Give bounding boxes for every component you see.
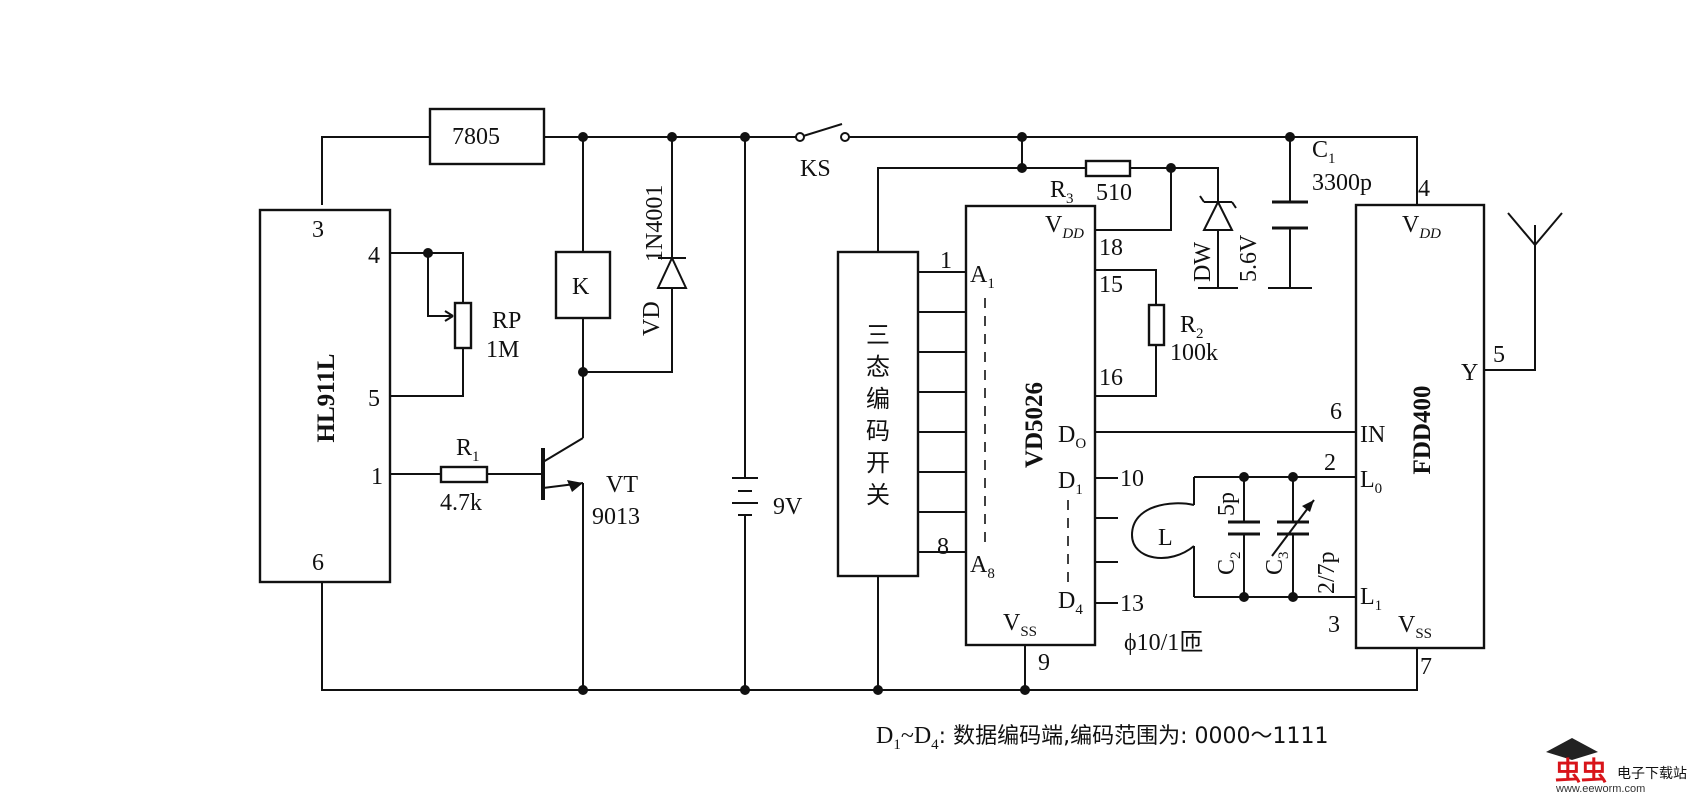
- switch-label: KS: [800, 156, 831, 182]
- fdd400-y: Y: [1461, 360, 1478, 386]
- c3-name: C3: [1262, 551, 1292, 575]
- relay-k: K: [554, 250, 612, 320]
- regulator-7805: 7805: [428, 107, 546, 166]
- hl911l-pin3: 3: [312, 217, 324, 243]
- junction-dots: [423, 132, 1298, 695]
- pin-d4: D4: [1058, 588, 1083, 618]
- capacitor-c1: C1 3300p: [1272, 137, 1372, 230]
- c2-value: 5p: [1214, 492, 1240, 516]
- fdd400-vss: VSS: [1398, 612, 1432, 642]
- fdd400-chip: FDD400 4 VDD Y 5 IN 6 L0 2 L1 3 VSS 7: [1324, 176, 1505, 680]
- diode-name: VD: [639, 301, 665, 336]
- fdd400-pin5: 5: [1493, 342, 1505, 368]
- encoder-char-1: 三: [866, 321, 890, 349]
- fdd400-pin4: 4: [1418, 176, 1430, 202]
- pin-15: 15: [1099, 272, 1123, 298]
- hl911l-pin4: 4: [368, 243, 380, 269]
- fdd400-pin7: 7: [1420, 654, 1432, 680]
- diode-part: 1N4001: [642, 185, 668, 262]
- hl911l-pin6: 6: [312, 550, 324, 576]
- r2-name: R2: [1180, 312, 1204, 342]
- pin-d1: D1: [1058, 468, 1083, 498]
- dw-name: DW: [1190, 242, 1216, 282]
- c1-value: 3300p: [1312, 170, 1372, 196]
- encoder-bus: [918, 271, 966, 553]
- watermark-url: www.eeworm.com: [1555, 783, 1645, 793]
- r3-value: 510: [1096, 180, 1132, 206]
- fdd400-label: FDD400: [1409, 386, 1436, 475]
- c1-name: C1: [1312, 137, 1336, 167]
- r1-name: R1: [456, 435, 480, 465]
- fdd400-l0: L0: [1360, 467, 1382, 497]
- fdd400-pin6: 6: [1330, 399, 1342, 425]
- potentiometer-rp: RP 1M: [444, 301, 521, 363]
- vd5026-label: VD5026: [1021, 382, 1048, 468]
- watermark-logo: 虫虫 电子下载站 www.eeworm.com: [1546, 738, 1687, 793]
- rp-name: RP: [492, 308, 521, 334]
- coil-spec: ϕ10/1匝: [1124, 630, 1203, 656]
- fdd400-pin2: 2: [1324, 450, 1336, 476]
- pin-13: 13: [1120, 591, 1144, 617]
- hl911l-label: HL911L: [313, 354, 340, 443]
- dw-value: 5.6V: [1236, 234, 1262, 282]
- c2-name: C2: [1214, 551, 1244, 575]
- tri-state-encoder-switch: 三 态 编 码 开 关 1 8: [836, 248, 952, 578]
- encoder-char-6: 关: [866, 481, 890, 509]
- footnote: D1~D4: 数据编码端,编码范围为: 0000～1111: [876, 723, 1328, 753]
- c3-value: 2/7p: [1314, 551, 1340, 594]
- pin-a1: A1: [970, 262, 995, 292]
- pin-18: 18: [1099, 235, 1123, 261]
- coil-label: L: [1158, 525, 1173, 551]
- fdd400-vdd: VDD: [1402, 212, 1441, 242]
- fdd400-pin3: 3: [1328, 612, 1340, 638]
- hl911l-pin5: 5: [368, 386, 380, 412]
- rp-value: 1M: [486, 337, 519, 363]
- zener-diode-dw: DW 5.6V: [1190, 195, 1262, 282]
- vt-name: VT: [606, 472, 638, 498]
- fdd400-in: IN: [1360, 422, 1385, 448]
- resistor-r3: R3 510: [1022, 159, 1132, 207]
- variable-capacitor-c3: C3 2/7p: [1262, 499, 1340, 594]
- vd5026-vss: VSS: [1003, 610, 1037, 640]
- r2-value: 100k: [1170, 340, 1218, 366]
- svg-text:D1~D4: 数据编码端,编码范围为: 0000～1111: D1~D4: 数据编码端,编码范围为: 0000～1111: [876, 723, 1328, 753]
- encoder-char-3: 编: [866, 385, 890, 413]
- battery-label: 9V: [773, 494, 803, 520]
- pin-16: 16: [1099, 365, 1123, 391]
- r1-value: 4.7k: [440, 490, 482, 516]
- battery-9v: 9V: [732, 477, 803, 520]
- coil-l: L ϕ10/1匝: [1124, 502, 1203, 656]
- encoder-pin1: 1: [940, 248, 952, 274]
- pin-a8: A8: [970, 552, 995, 582]
- vd5026-chip: VD5026 VDD 18 15 16 A1 A8 DO D1 10 D4 13…: [964, 204, 1144, 676]
- transistor-vt: VT 9013: [541, 437, 640, 530]
- note-d1: D: [876, 723, 893, 749]
- note-text: : 数据编码端,编码范围为: 0000～1111: [939, 724, 1329, 749]
- encoder-char-2: 态: [866, 353, 890, 381]
- hl911l-chip: HL911L 3 4 5 1 6: [258, 208, 392, 584]
- pin-10: 10: [1120, 466, 1144, 492]
- encoder-pin8: 8: [937, 534, 949, 560]
- hl911l-pin1: 1: [371, 464, 383, 490]
- regulator-label: 7805: [452, 124, 500, 150]
- watermark-logo-text: 虫虫: [1555, 757, 1607, 787]
- r3-name: R3: [1050, 177, 1074, 207]
- pin-do: DO: [1058, 422, 1086, 452]
- capacitor-c2: 5p C2: [1214, 492, 1260, 575]
- resistor-r1: R1 4.7k: [439, 435, 489, 516]
- relay-label: K: [572, 274, 590, 300]
- watermark-text: 电子下载站: [1617, 766, 1687, 782]
- vd5026-vdd: VDD: [1045, 212, 1084, 242]
- wires: [321, 123, 1563, 691]
- encoder-char-5: 开: [866, 449, 890, 477]
- pin-9: 9: [1038, 650, 1050, 676]
- encoder-char-4: 码: [866, 417, 890, 445]
- fdd400-l1: L1: [1360, 584, 1382, 614]
- switch-ks: KS: [795, 132, 850, 182]
- vt-part: 9013: [592, 504, 640, 530]
- diode-vd: 1N4001 VD: [639, 185, 688, 336]
- resistor-r2: R2 100k: [1147, 303, 1218, 366]
